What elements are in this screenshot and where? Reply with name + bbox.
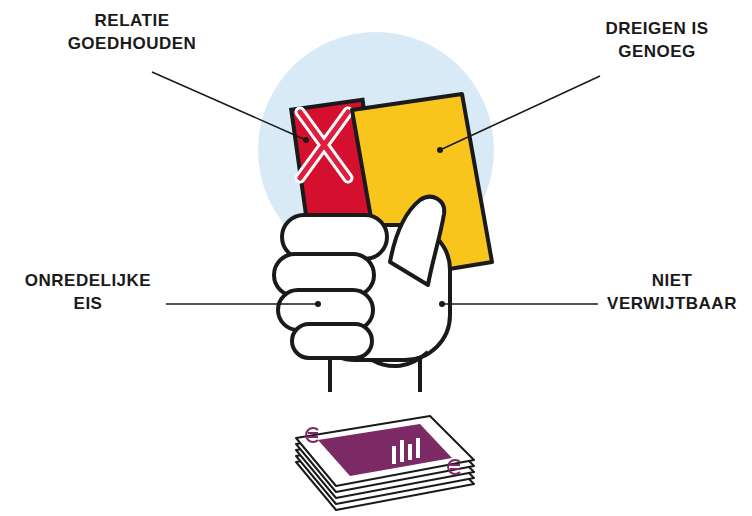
callout-label: NIET VERWIJTBAAR (597, 270, 747, 316)
callout-label: RELATIE GOEDHOUDEN (52, 10, 212, 56)
callout-label: DREIGEN IS GENOEG (592, 18, 722, 64)
money-stack (296, 416, 474, 510)
hand (274, 197, 450, 392)
red-cross (300, 112, 348, 178)
callout-label: ONREDELIJKE EIS (18, 270, 158, 316)
leader-lines (152, 72, 600, 304)
leader-dots (303, 137, 445, 307)
